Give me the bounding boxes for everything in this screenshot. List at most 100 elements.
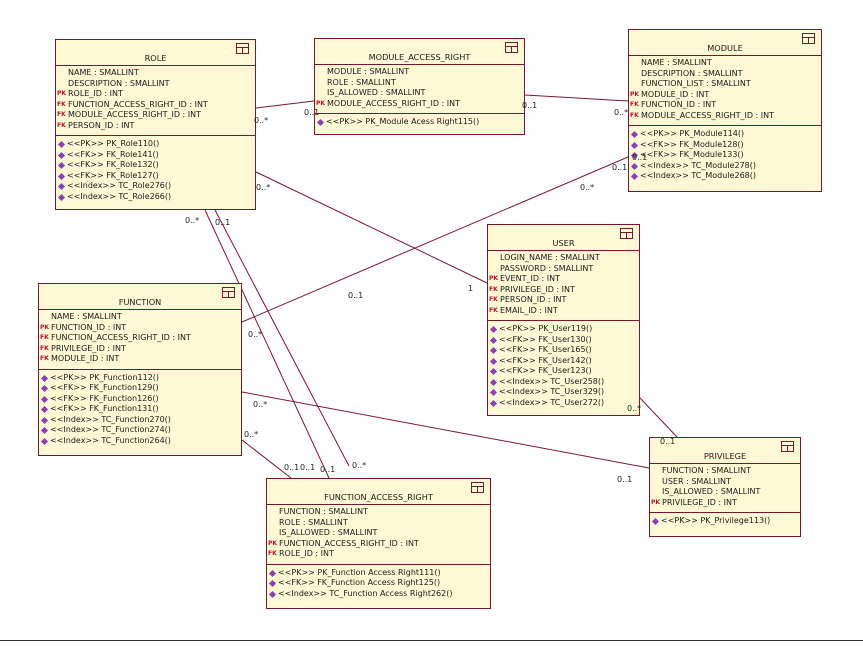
attribute-text: PRIVILEGE_ID : INT: [500, 284, 575, 294]
operation-row: <<PK>> PK_User119(): [488, 324, 639, 335]
primary-key-icon: PK: [651, 498, 661, 506]
multiplicity-label: 0..1: [660, 437, 676, 446]
operation-icon: [57, 140, 66, 149]
operation-row: <<PK>> PK_Function Access Right111(): [267, 568, 490, 579]
entity-function-access-right[interactable]: FUNCTION_ACCESS_RIGHT FUNCTION : SMALLIN…: [266, 478, 491, 609]
primary-key-icon: PK: [630, 90, 640, 98]
operation-list: <<PK>> PK_Function112()<<FK>> FK_Functio…: [39, 370, 241, 449]
operation-row: <<Index>> TC_Function270(): [39, 415, 241, 426]
attribute-text: MODULE_ACCESS_RIGHT_ID : INT: [68, 110, 201, 119]
multiplicity-label: 0..1: [284, 463, 300, 472]
operation-list: <<PK>> PK_User119()<<FK>> FK_User130()<<…: [488, 321, 639, 410]
foreign-key-icon: FK: [40, 355, 49, 362]
operation-row: <<FK>> FK_Role141(): [56, 150, 255, 161]
operation-row: <<PK>> PK_Role110(): [56, 139, 255, 150]
multiplicity-label: 0..*: [614, 108, 629, 117]
operation-icon: [57, 172, 66, 180]
multiplicity-label: 0..*: [185, 216, 200, 225]
foreign-key-icon: FK: [630, 111, 639, 119]
operation-icon: [40, 384, 49, 393]
entity-title: PRIVILEGE: [650, 438, 800, 464]
operation-icon: [268, 590, 277, 598]
operation-row: <<Index>> TC_User329(): [488, 387, 639, 398]
attribute-text: FUNCTION_ACCESS_RIGHT_ID : INT: [51, 333, 191, 342]
attribute-row: MODULE : SMALLINT: [315, 67, 524, 78]
attribute-text: PRIVILEGE_ID : INT: [662, 497, 737, 507]
attribute-row: LOGIN_NAME : SMALLINT: [488, 253, 639, 264]
foreign-key-icon: FK: [57, 121, 66, 129]
operation-icon: [57, 161, 66, 170]
attribute-text: FUNCTION_ID : INT: [51, 322, 127, 332]
attribute-text: FUNCTION_ID : INT: [641, 100, 717, 109]
operation-row: <<FK>> FK_Role132(): [56, 160, 255, 171]
attribute-row: USER : SMALLINT: [650, 477, 800, 488]
operation-text: <<Index>> TC_User272(): [499, 397, 605, 407]
attribute-text: PASSWORD : SMALLINT: [500, 263, 594, 273]
multiplicity-label: 0..1: [320, 465, 336, 474]
attribute-text: NAME : SMALLINT: [68, 68, 139, 77]
operation-list: <<PK>> PK_Module Acess Right115(): [315, 114, 524, 130]
multiplicity-label: 0..1: [632, 153, 648, 162]
primary-key-icon: PK: [489, 275, 499, 282]
line-role-function-access-right-a: [204, 209, 330, 479]
operation-icon: [40, 437, 49, 445]
entity-privilege[interactable]: PRIVILEGE FUNCTION : SMALLINT USER : SMAL…: [649, 437, 801, 537]
table-icon: [471, 482, 484, 493]
operation-icon: [489, 388, 498, 397]
operation-icon: [57, 182, 66, 191]
attribute-text: FUNCTION : SMALLINT: [662, 466, 751, 475]
operation-row: <<Index>> TC_Function Access Right262(): [267, 589, 490, 600]
operation-row: <<FK>> FK_Function Access Right125(): [267, 578, 490, 589]
operation-icon: [489, 399, 498, 407]
attribute-row: ROLE : SMALLINT: [315, 78, 524, 89]
operation-icon: [630, 172, 639, 181]
operation-text: <<FK>> FK_Role132(): [67, 160, 159, 169]
multiplicity-label: 1: [468, 284, 474, 293]
attribute-text: ROLE_ID : INT: [279, 549, 334, 558]
operation-text: <<PK>> PK_Privilege113(): [661, 516, 771, 525]
operation-row: <<Index>> TC_Function264(): [39, 436, 241, 447]
line-role-module-access-right: [255, 100, 315, 109]
attribute-text: EVENT_ID : INT: [500, 274, 560, 283]
entity-title: FUNCTION: [39, 284, 241, 310]
attribute-text: ROLE : SMALLINT: [279, 517, 348, 527]
operation-icon: [489, 346, 498, 355]
operation-text: <<Index>> TC_User258(): [499, 376, 605, 386]
operation-row: <<FK>> FK_Function131(): [39, 404, 241, 415]
operation-row: <<FK>> FK_User130(): [488, 335, 639, 346]
multiplicity-label: 0..*: [254, 116, 269, 125]
attribute-row: DESCRIPTION : SMALLINT: [629, 69, 821, 80]
operation-text: <<FK>> FK_User142(): [499, 355, 592, 365]
operation-row: <<Index>> TC_Role276(): [56, 181, 255, 192]
attribute-text: FUNCTION_ACCESS_RIGHT_ID : INT: [279, 538, 419, 548]
multiplicity-label: 0..*: [244, 430, 259, 439]
foreign-key-icon: FK: [40, 344, 49, 352]
foreign-key-icon: FK: [57, 111, 66, 118]
operation-list: <<PK>> PK_Role110()<<FK>> FK_Role141()<<…: [56, 136, 255, 204]
attribute-row: DESCRIPTION : SMALLINT: [56, 79, 255, 90]
attribute-text: NAME : SMALLINT: [51, 312, 122, 321]
operation-text: <<FK>> FK_Function126(): [50, 393, 159, 403]
operation-text: <<PK>> PK_Role110(): [67, 139, 160, 148]
line-role-user: [255, 171, 488, 284]
operation-text: <<FK>> FK_User165(): [499, 345, 592, 354]
table-icon: [222, 287, 235, 298]
attribute-text: EMAIL_ID : INT: [500, 305, 558, 315]
operation-text: <<FK>> FK_Function129(): [50, 383, 159, 392]
attribute-row: IS_ALLOWED : SMALLINT: [315, 88, 524, 99]
